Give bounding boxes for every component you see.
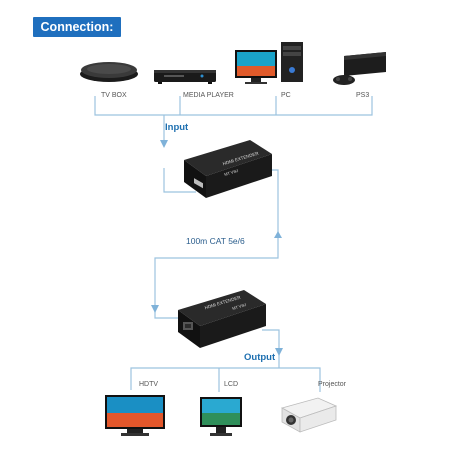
pc-label: PC (281, 92, 291, 99)
media-player-label: MEDIA PLAYER (183, 92, 234, 99)
pc-device-icon (235, 42, 303, 84)
projector-device-icon (280, 397, 338, 433)
lcd-label: LCD (224, 381, 239, 388)
tv-box-device-icon (80, 62, 138, 82)
receiver-device-icon (178, 290, 266, 348)
cat-cable-line (154, 169, 279, 319)
tv-box-label: TV BOX (101, 92, 127, 99)
output-bus-line (130, 367, 321, 392)
cable-up-arrow-icon (274, 231, 282, 238)
input-label: Input (165, 122, 189, 133)
source-bus-line (94, 96, 373, 116)
output-label: Output (244, 352, 276, 363)
connection-header: Connection: (33, 17, 121, 37)
hdtv-device-icon (105, 395, 165, 436)
cable-down-arrow-icon (151, 305, 159, 313)
hdtv-label: HDTV (139, 381, 159, 388)
cable-label: 100m CAT 5e/6 (186, 236, 245, 246)
media-player-device-icon (154, 70, 216, 84)
transmitter-device-icon (184, 140, 272, 198)
lcd-device-icon (200, 397, 242, 436)
input-to-transmitter-line (163, 168, 196, 193)
ps3-device-icon (333, 52, 386, 85)
output-arrow-icon (275, 348, 283, 356)
projector-label: Projector (318, 381, 347, 388)
receiver-out-line (262, 329, 280, 352)
ps3-label: PS3 (356, 92, 370, 99)
input-arrow-icon (160, 140, 168, 148)
